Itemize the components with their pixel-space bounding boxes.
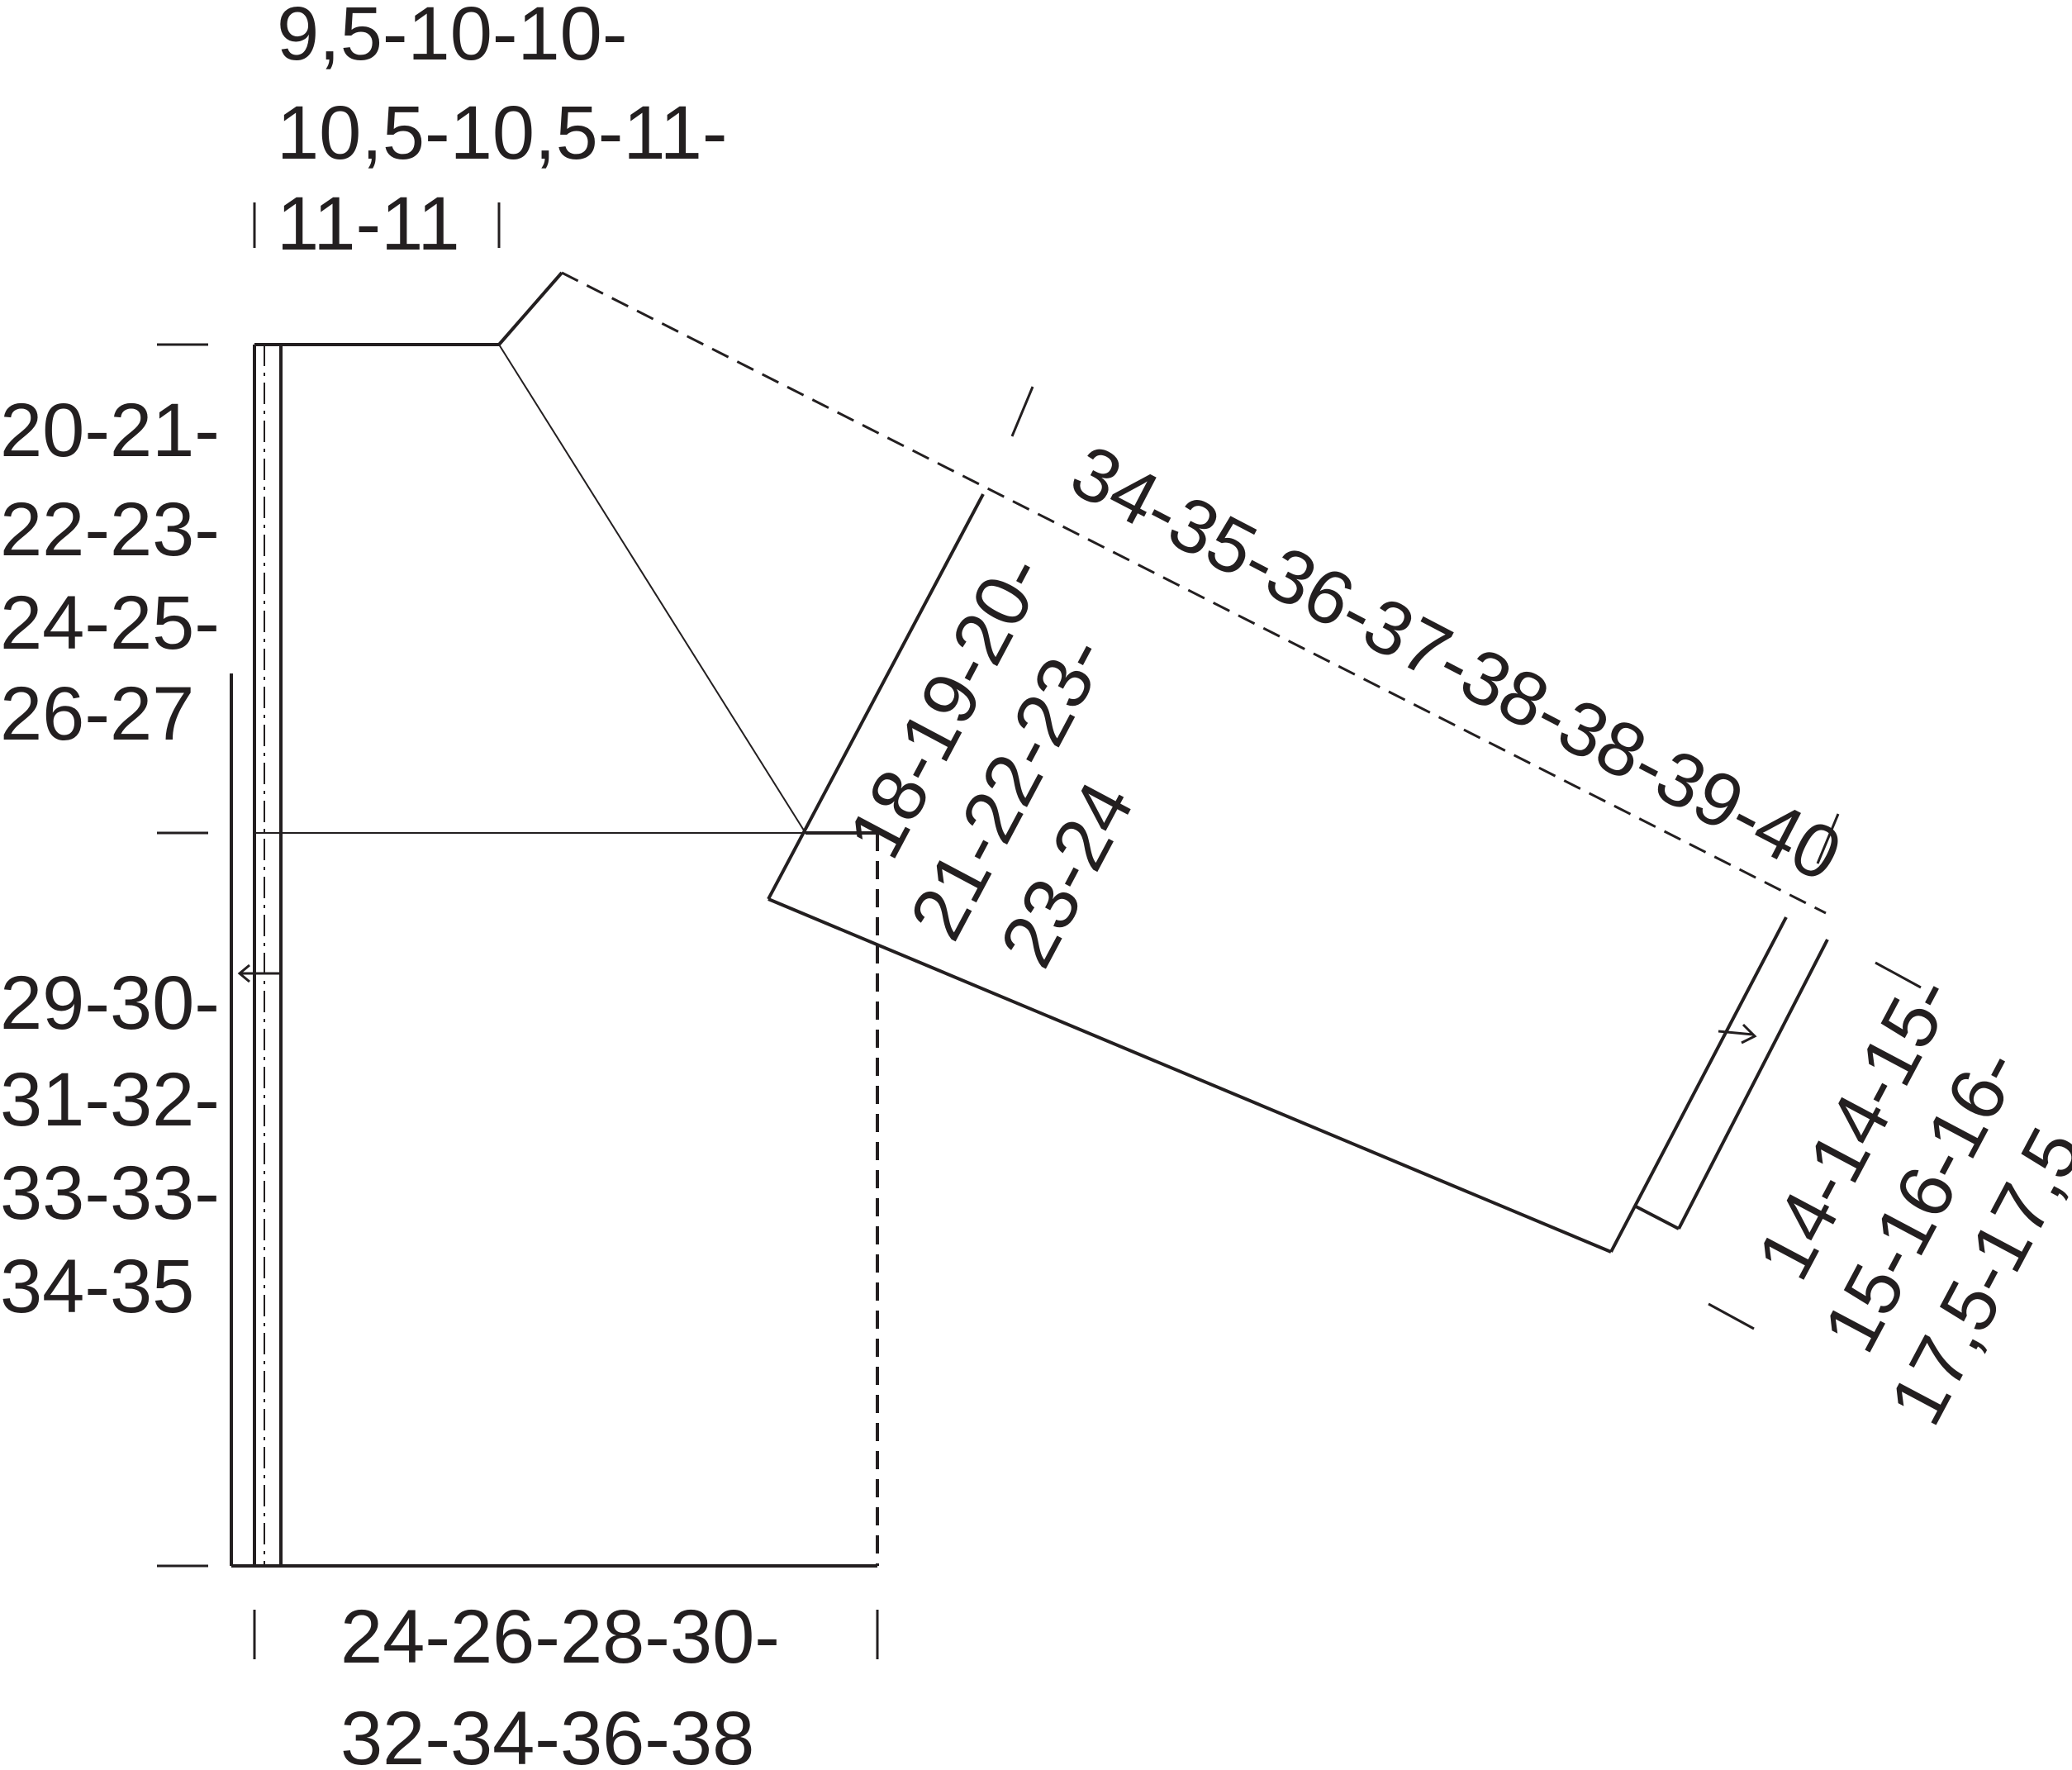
body-length-line-1: 29-30-: [0, 961, 220, 1045]
direction-arrow-head: [237, 964, 250, 983]
cuff-label: 14-14-15- 15-16-16- 17,5-17,5: [1710, 944, 2072, 1438]
sleeve-piece: [561, 271, 1829, 1254]
tick-sleeve-end: [1816, 813, 1840, 864]
sleeve-length-line-1: 34-35-36-37-38-38-39-40: [1058, 429, 1854, 898]
yoke-depth-line-2: 22-23-: [0, 488, 220, 572]
body-piece: [230, 271, 879, 1568]
body-length-line-2: 31-32-: [0, 1058, 220, 1142]
measurement-ticks: [157, 202, 1922, 1659]
sleeve-length-label: 34-35-36-37-38-38-39-40: [1058, 429, 1854, 898]
yoke-depth-line-1: 20-21-: [0, 388, 220, 473]
cuff-band-edge: [1677, 939, 1829, 1230]
body-length-line-3: 33-33-: [0, 1151, 220, 1235]
raglan-line: [498, 344, 806, 834]
sleeve-underside: [767, 897, 1612, 1254]
cuff-edge: [1609, 916, 1788, 1253]
sleeve-top-fold: [561, 271, 1827, 915]
yoke-depth-line-3: 24-25-: [0, 581, 220, 665]
tick-cuff-top: [1875, 961, 1922, 989]
neck-shoulder-edge: [497, 271, 563, 346]
sleeve-direction-arrow-head: [1741, 1023, 1757, 1044]
neck-width-line-3: 11-11: [277, 182, 460, 266]
body-width-line-2: 32-34-36-38: [340, 1696, 754, 1770]
body-length-label: 29-30- 31-32- 33-33- 34-35: [0, 961, 241, 1329]
cuff-band-bottom: [1635, 1205, 1680, 1230]
sleeve-raglan-edge: [767, 493, 985, 900]
body-width-label: 24-26-28-30- 32-34-36-38: [340, 1595, 801, 1770]
tick-cuff-bottom: [1708, 1302, 1755, 1330]
body-length-line-4: 34-35: [0, 1244, 194, 1329]
tick-sleeve-start: [1010, 386, 1034, 437]
neck-width-line-2: 10,5-10,5-11-: [277, 91, 728, 175]
yoke-depth-label: 20-21- 22-23- 24-25- 26-27: [0, 388, 241, 756]
sleeve-direction-arrow-shaft: [1718, 1030, 1754, 1036]
yoke-depth-line-4: 26-27: [0, 672, 194, 756]
neck-width-line-1: 9,5-10-10-: [277, 0, 627, 76]
neck-width-label: 9,5-10-10- 10,5-10,5-11- 11-11: [277, 0, 748, 266]
body-width-line-1: 24-26-28-30-: [340, 1595, 780, 1679]
upper-arm-label: 18-19-20- 21-22-23- 23-24: [812, 522, 1235, 997]
